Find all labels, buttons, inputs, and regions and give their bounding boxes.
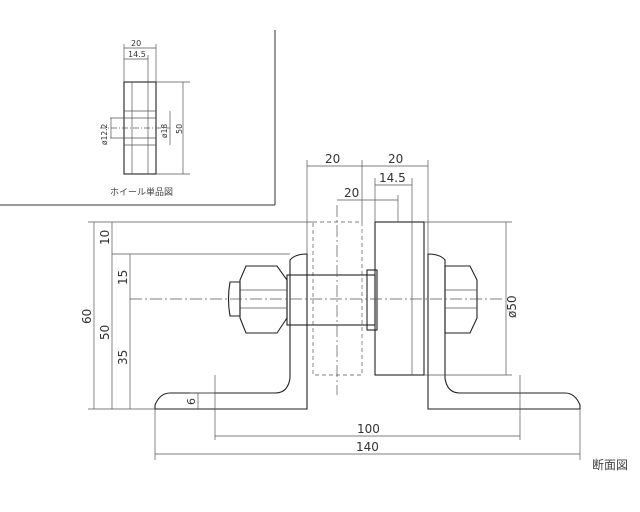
dim-wheel-inner-width: 14.5 bbox=[379, 171, 406, 185]
dim-lower-height: 35 bbox=[116, 350, 130, 365]
dim-wheel-width-top-left: 20 bbox=[325, 152, 340, 166]
dim-wheel-diameter: ø50 bbox=[505, 295, 519, 318]
dim-hole-pitch: 100 bbox=[357, 422, 380, 436]
inset-dim-hub-diameter: ø18 bbox=[160, 124, 169, 138]
section-drawing bbox=[88, 160, 581, 460]
inset-dim-width-outer: 20 bbox=[131, 39, 141, 48]
inset-frame bbox=[0, 30, 276, 206]
dim-wheel-width-top-right: 20 bbox=[388, 152, 403, 166]
dim-plate-thickness: 6 bbox=[185, 398, 198, 405]
section-title: 断面図 bbox=[592, 457, 628, 472]
dim-total-height: 60 bbox=[80, 309, 94, 324]
dim-top-offset: 10 bbox=[98, 230, 112, 245]
dim-height-50: 50 bbox=[98, 325, 112, 340]
dim-bracket-gap: 20 bbox=[344, 186, 359, 200]
inset-dim-bore-diameter: ø12.2 bbox=[100, 123, 109, 145]
inset-wheel-drawing bbox=[100, 44, 190, 175]
inset-dim-height: 50 bbox=[175, 124, 184, 134]
dim-axle-offset: 15 bbox=[116, 270, 130, 285]
dim-base-length: 140 bbox=[356, 440, 379, 454]
inset-caption: ホイール単品図 bbox=[110, 186, 173, 198]
inset-dim-width-inner: 14.5 bbox=[128, 50, 146, 59]
